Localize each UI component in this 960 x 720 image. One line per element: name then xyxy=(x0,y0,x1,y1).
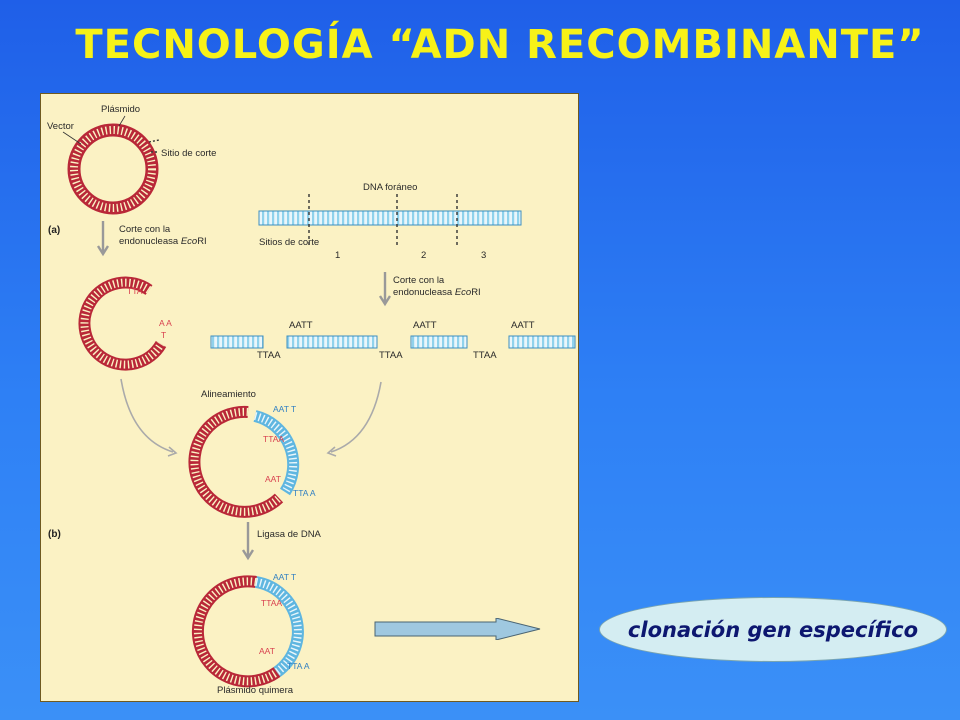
ttaa-3: TTAA xyxy=(473,350,497,361)
dna-fragments xyxy=(210,335,576,349)
label-chimera: Plásmido quimera xyxy=(217,685,294,696)
label-foreign-dna: DNA foráneo xyxy=(363,182,417,193)
cut-step-enzyme: Eco xyxy=(181,236,197,247)
label-alignment: Alineamiento xyxy=(201,389,256,400)
plasmid-vector xyxy=(67,123,159,215)
recombinant-dna-figure: Plásmido Vector Sitio de corte DNA forán… xyxy=(40,93,579,702)
ttaa-1: TTAA xyxy=(257,350,281,361)
align-ttaa-bottom: TTA A xyxy=(293,488,316,498)
base-aa-lower: A A xyxy=(159,318,172,328)
cut-step2-line1: Corte con la xyxy=(393,275,445,286)
figure-drawing: Plásmido Vector Sitio de corte DNA forán… xyxy=(47,104,576,696)
label-vector: Vector xyxy=(47,121,74,132)
result-arrow-icon xyxy=(374,618,541,640)
aatt-1: AATT xyxy=(289,320,313,331)
label-site-2: 2 xyxy=(421,250,426,261)
cut-step2-enzyme-suffix: RI xyxy=(471,287,481,298)
label-plasmid: Plásmido xyxy=(101,104,140,115)
align-aatt-bottom: AAT xyxy=(265,474,281,484)
label-site-3: 3 xyxy=(481,250,486,261)
cut-step-endonuclease: endonucleasa xyxy=(119,236,179,247)
base-tt-upper: TTA xyxy=(127,286,143,296)
aatt-2: AATT xyxy=(413,320,437,331)
result-oval: clonación gen específico xyxy=(599,597,947,662)
cut-plasmid xyxy=(78,276,167,371)
base-t-lower: T xyxy=(161,330,166,340)
cut-step2-enzyme: Eco xyxy=(455,287,471,298)
align-ttaa-top: TTAA xyxy=(263,434,284,444)
chimera-aatt-top: AAT T xyxy=(273,572,296,582)
cut-step-enzyme-suffix: RI xyxy=(197,236,207,247)
chimera-ttaa-bottom: TTA A xyxy=(287,661,310,671)
cut-step-line2: endonucleasa EcoRI xyxy=(119,236,207,247)
result-label: clonación gen específico xyxy=(627,617,919,642)
align-aatt-top: AAT T xyxy=(273,404,296,414)
cut-step-line1: Corte con la xyxy=(119,224,171,235)
foreign-dna-strand xyxy=(258,210,522,226)
label-cut-site: Sitio de corte xyxy=(161,148,216,159)
chimera-plasmid xyxy=(191,575,304,688)
panel-b-label: (b) xyxy=(48,529,61,540)
aatt-3: AATT xyxy=(511,320,535,331)
chimera-aatt-bottom: AAT xyxy=(259,646,275,656)
label-site-1: 1 xyxy=(335,250,340,261)
cut-step2-endonuclease: endonucleasa xyxy=(393,287,453,298)
label-ligase: Ligasa de DNA xyxy=(257,529,322,540)
cut-step2-line2: endonucleasa EcoRI xyxy=(393,287,481,298)
ttaa-2: TTAA xyxy=(379,350,403,361)
aligned-plasmid xyxy=(188,405,300,518)
label-cut-sites: Sitios de corte xyxy=(259,237,319,248)
chimera-ttaa-top: TTAA xyxy=(261,598,282,608)
slide-title: TECNOLOGÍA “ADN RECOMBINANTE” xyxy=(75,22,925,68)
panel-a-label: (a) xyxy=(48,225,60,236)
